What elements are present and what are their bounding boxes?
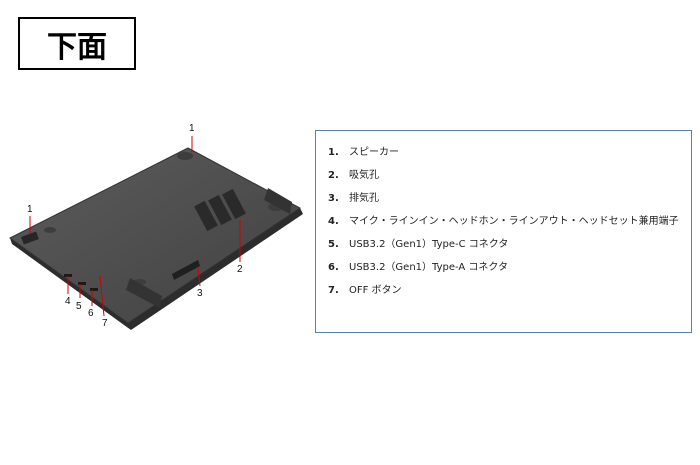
legend-text: 吸気孔: [349, 170, 379, 181]
legend-text: スピーカー: [349, 147, 399, 158]
legend-number: 3.: [328, 193, 339, 204]
intake-vent: [194, 188, 246, 232]
legend-number: 2.: [328, 170, 339, 181]
speaker-grille-left: [21, 231, 39, 245]
legend-item: 2. 吸気孔: [328, 168, 681, 183]
hinge: [264, 188, 292, 214]
callout-1-left: 1: [27, 204, 33, 215]
port-slot: [90, 288, 98, 291]
legend-item: 3. 排気孔: [328, 191, 681, 206]
callout-5: 5: [76, 301, 82, 312]
callout-6: 6: [88, 308, 94, 319]
legend-text: USB3.2（Gen1）Type-C コネクタ: [349, 239, 509, 250]
legend-item: 7. OFF ボタン: [328, 283, 681, 298]
rubber-foot: [177, 152, 193, 160]
callout-4: 4: [65, 296, 71, 307]
callout-7: 7: [102, 318, 108, 329]
legend-number: 6.: [328, 262, 339, 273]
legend-item: 5. USB3.2（Gen1）Type-C コネクタ: [328, 237, 681, 252]
legend-number: 1.: [328, 147, 339, 158]
legend-text: マイク・ラインイン・ヘッドホン・ラインアウト・ヘッドセット兼用端子: [349, 216, 679, 227]
laptop-bottom-illustration: [9, 136, 303, 330]
legend-item: 4. マイク・ラインイン・ヘッドホン・ラインアウト・ヘッドセット兼用端子: [328, 214, 681, 229]
legend-text: 排気孔: [349, 193, 379, 204]
callout-1-top: 1: [189, 123, 195, 134]
exhaust-vent: [172, 260, 200, 280]
hinge: [126, 278, 162, 308]
legend-item: 1. スピーカー: [328, 145, 681, 160]
laptop-bottom-diagram: 1 1 2 3 4 5 6 7: [0, 110, 310, 340]
rubber-foot: [44, 227, 56, 233]
legend-text: USB3.2（Gen1）Type-A コネクタ: [349, 262, 509, 273]
port-slot: [78, 282, 86, 285]
legend-number: 4.: [328, 216, 339, 227]
callout-3: 3: [197, 288, 203, 299]
callout-2: 2: [237, 264, 243, 275]
legend-number: 7.: [328, 285, 339, 296]
legend-list: 1. スピーカー 2. 吸気孔 3. 排気孔 4. マイク・ラインイン・ヘッドホン・ライ…: [328, 145, 681, 298]
legend-text: OFF ボタン: [349, 285, 402, 296]
port-slot: [64, 274, 72, 277]
legend-box: 1. スピーカー 2. 吸気孔 3. 排気孔 4. マイク・ラインイン・ヘッドホン・ライ…: [315, 130, 692, 333]
legend-number: 5.: [328, 239, 339, 250]
section-title: 下面: [18, 17, 136, 70]
leader-lines: [29, 136, 241, 317]
legend-item: 6. USB3.2（Gen1）Type-A コネクタ: [328, 260, 681, 275]
